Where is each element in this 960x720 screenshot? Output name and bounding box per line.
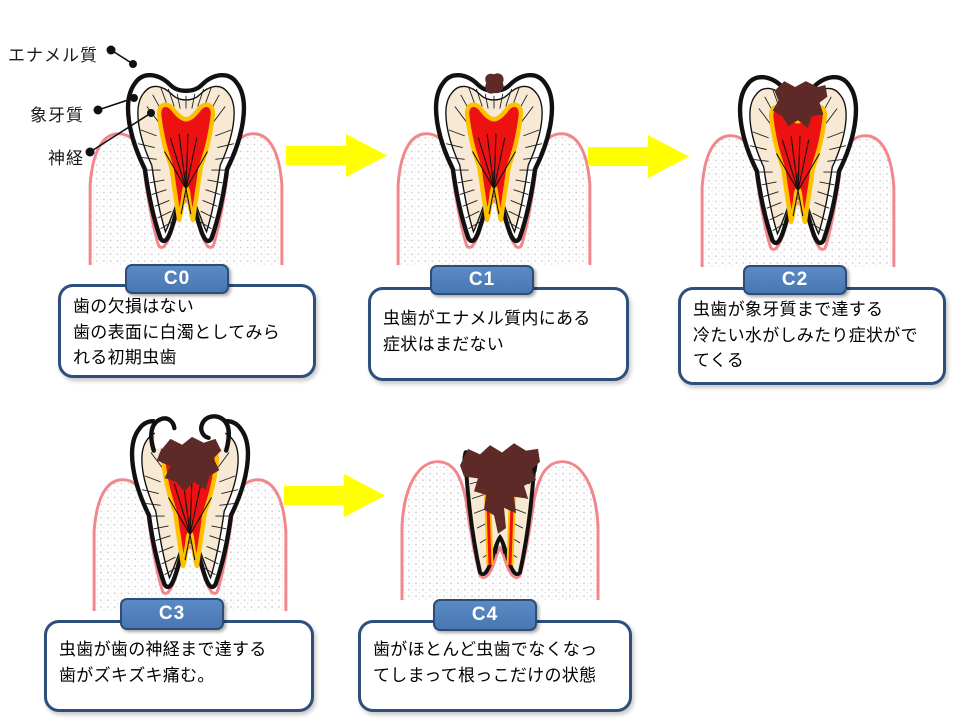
arrow-right-icon bbox=[284, 474, 385, 517]
stage-description-c3: 虫歯が歯の神経まで達する 歯がズキズキ痛む。 bbox=[44, 620, 314, 712]
label-connector-lines bbox=[85, 45, 155, 157]
label-enamel: エナメル質 bbox=[8, 46, 98, 65]
arrow-right-icon bbox=[588, 135, 689, 178]
tooth-illustration-c3 bbox=[92, 407, 288, 611]
label-nerve: 神経 bbox=[48, 149, 84, 168]
stage-description-c2: 虫歯が象牙質まで達する 冷たい水がしみたり症状がで てくる bbox=[678, 287, 946, 385]
tooth-illustration-c2 bbox=[700, 42, 896, 267]
stage-description-c4: 歯がほとんど虫歯でなくなっ てしまって根っこだけの状態 bbox=[358, 620, 632, 712]
cavity-spot-small bbox=[485, 73, 504, 94]
stage-description-text: 虫歯がエナメル質内にある 症状はまだない bbox=[383, 309, 591, 354]
stage-description-text: 歯の欠損はない 歯の表面に白濁としてみら れる初期虫歯 bbox=[73, 297, 281, 367]
stage-description-text: 虫歯が象牙質まで達する 冷たい水がしみたり症状がで てくる bbox=[693, 300, 918, 370]
arrow-right-icon bbox=[286, 134, 387, 177]
stage-tab-c1: C1 bbox=[430, 265, 534, 295]
stage-tab-c3: C3 bbox=[120, 598, 224, 630]
stage-description-text: 歯がほとんど虫歯でなくなっ てしまって根っこだけの状態 bbox=[373, 640, 598, 685]
stage-description-text: 虫歯が歯の神経まで達する 歯がズキズキ痛む。 bbox=[59, 640, 267, 685]
stage-tab-c0: C0 bbox=[125, 264, 229, 294]
stage-tab-c2: C2 bbox=[743, 265, 847, 295]
stage-description-c0: 歯の欠損はない 歯の表面に白濁としてみら れる初期虫歯 bbox=[58, 284, 316, 378]
tooth-illustration-c4 bbox=[400, 443, 600, 600]
cavity-spot-large bbox=[156, 436, 222, 492]
stage-tab-c4: C4 bbox=[433, 599, 537, 631]
label-dentin: 象牙質 bbox=[30, 106, 84, 125]
stage-description-c1: 虫歯がエナメル質内にある 症状はまだない bbox=[368, 287, 629, 381]
tooth-illustration-c1 bbox=[396, 40, 592, 265]
cavity-destroyed-crown bbox=[460, 443, 540, 534]
cavity-spot-medium bbox=[772, 81, 828, 129]
